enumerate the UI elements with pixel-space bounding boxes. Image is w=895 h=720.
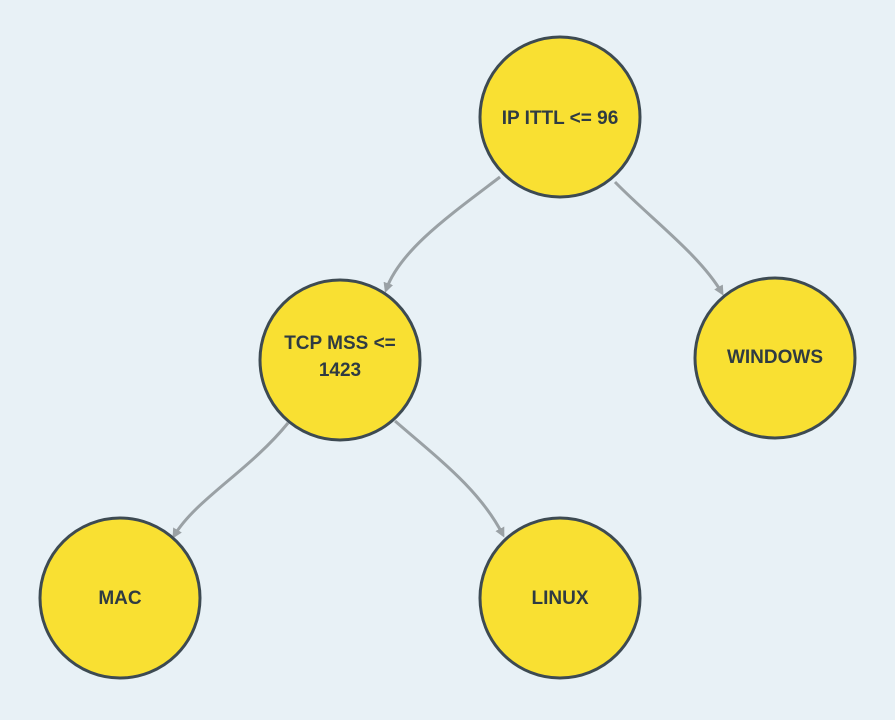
node-linux-label: LINUX bbox=[532, 588, 589, 609]
node-linux: LINUX bbox=[478, 516, 642, 680]
edge-root-to-tcp bbox=[383, 175, 501, 293]
node-tcp-mss: TCP MSS <= 1423 bbox=[258, 278, 422, 442]
node-mac: MAC bbox=[38, 516, 202, 680]
edge-tcp-to-linux bbox=[394, 419, 505, 538]
node-root: IP ITTL <= 96 bbox=[478, 35, 642, 199]
node-root-label: IP ITTL <= 96 bbox=[502, 108, 619, 129]
edge-tcp-to-mac bbox=[172, 422, 290, 539]
node-mac-label: MAC bbox=[98, 588, 142, 609]
node-tcp-label-line2: 1423 bbox=[319, 360, 361, 381]
node-windows: WINDOWS bbox=[693, 276, 857, 440]
edge-root-to-windows bbox=[613, 180, 724, 296]
node-tcp-label-line1: TCP MSS <= bbox=[284, 333, 396, 354]
node-windows-label: WINDOWS bbox=[727, 347, 823, 368]
